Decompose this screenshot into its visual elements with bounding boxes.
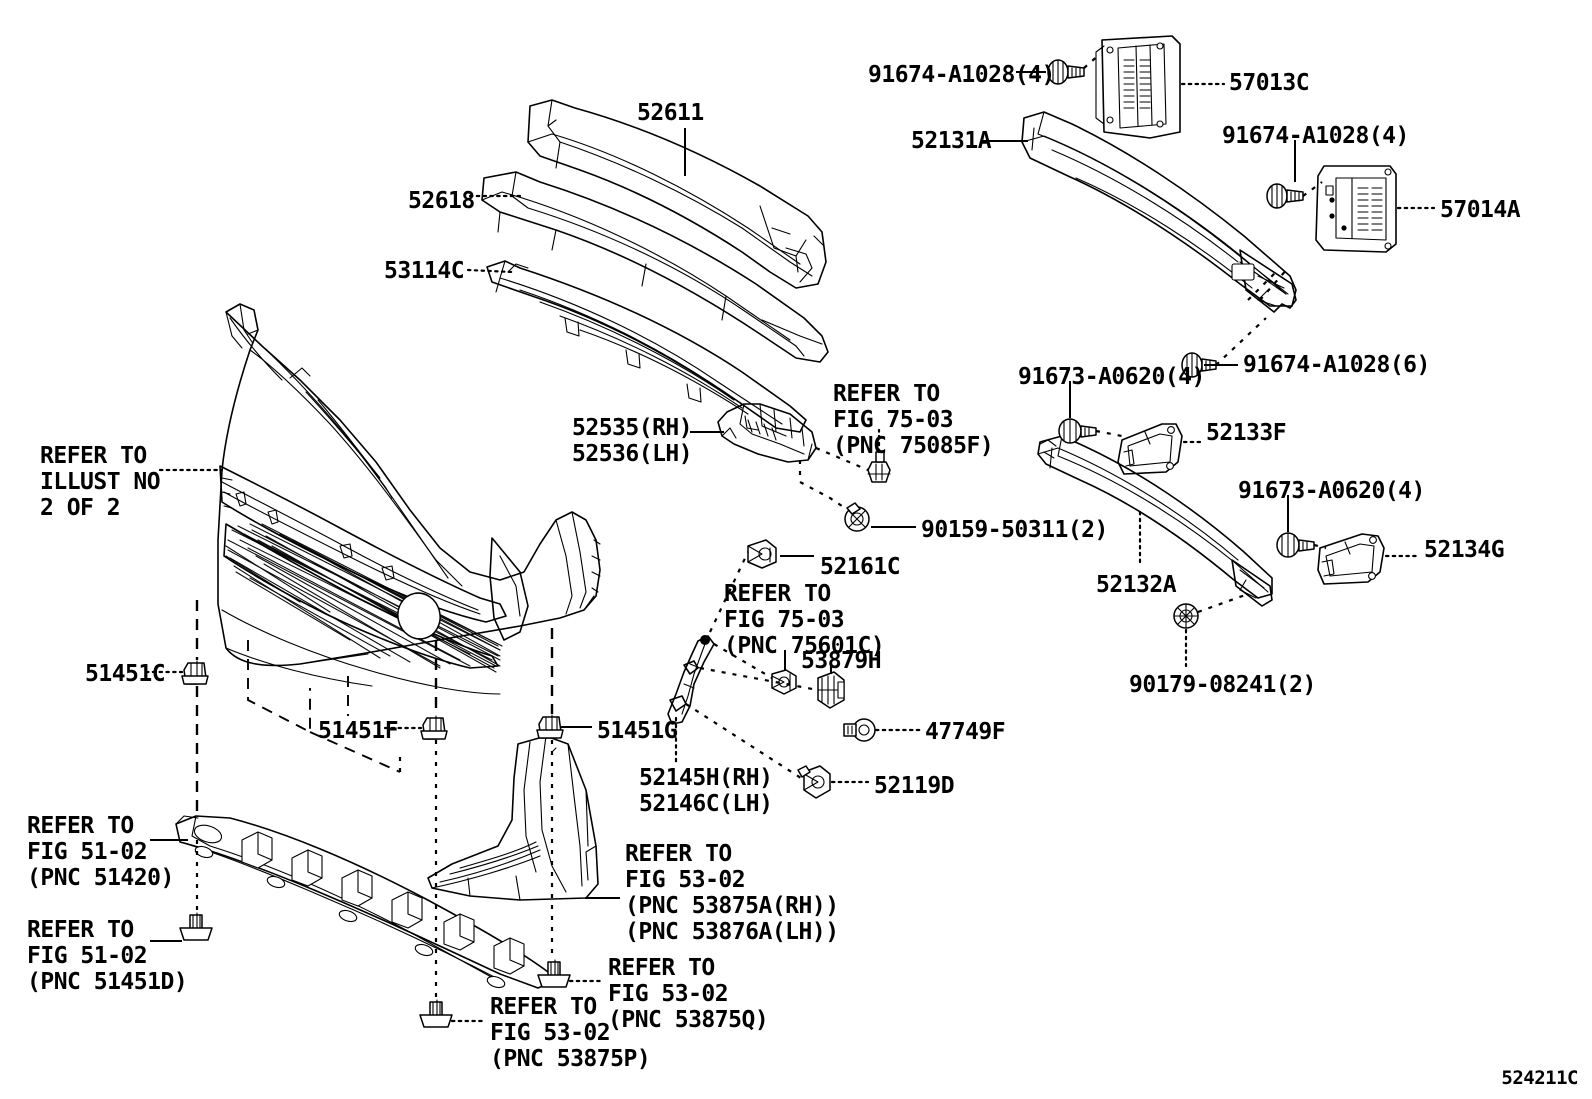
clip-52119D [797, 765, 831, 799]
bolt-91673-A0620-a [1058, 418, 1097, 444]
bolt-51451D [179, 912, 213, 941]
bolt-91673-A0620-b [1276, 532, 1315, 558]
bolt-91674-A1028-a [1047, 59, 1085, 85]
label-ref-illust-2of2: REFER TO ILLUST NO 2 OF 2 [40, 443, 161, 521]
label-part-52134g: 52134G [1424, 537, 1505, 563]
label-ref-fig5102-51451d: REFER TO FIG 51-02 (PNC 51451D) [27, 917, 188, 995]
label-part-91674-a1028-4a: 91674-A1028(4) [868, 62, 1055, 88]
part-51420-shape [175, 815, 553, 989]
label-part-51451c: 51451C [85, 661, 166, 687]
label-part-91674-a1028-4b: 91674-A1028(4) [1222, 123, 1409, 149]
clip-51451F [420, 715, 448, 740]
bolt-53875Q [537, 959, 571, 988]
clip-75601C [771, 669, 797, 695]
label-part-52132a: 52132A [1096, 572, 1177, 598]
clip-53879H [817, 671, 845, 709]
label-part-53879h: 53879H [801, 648, 882, 674]
label-part-52535-52536: 52535(RH) 52536(LH) [572, 415, 693, 467]
label-part-52131a: 52131A [911, 128, 992, 154]
figure-number: 524211C [1501, 1067, 1578, 1089]
part-52133F-shape [1117, 423, 1183, 475]
label-part-91674-a1028-6: 91674-A1028(6) [1243, 352, 1430, 378]
clip-51451G [536, 714, 564, 739]
part-52535-shape [717, 403, 817, 463]
label-part-52145h-52146c: 52145H(RH) 52146C(LH) [639, 765, 773, 817]
part-57013C-shape [1095, 35, 1181, 139]
part-52132A-shape [1037, 435, 1273, 607]
label-part-52133f: 52133F [1206, 420, 1287, 446]
part-52134G-shape [1317, 533, 1385, 585]
label-part-91673-a0620-4a: 91673-A0620(4) [1018, 364, 1205, 390]
part-57014A-shape [1315, 165, 1397, 253]
part-52145H-shape [667, 635, 715, 725]
part-52618-shape [481, 171, 829, 363]
label-part-52161c: 52161C [820, 554, 901, 580]
part-52611-shape [527, 99, 827, 289]
clip-51451C [181, 660, 209, 685]
label-part-52611: 52611 [637, 100, 704, 126]
label-ref-fig5302-53875p: REFER TO FIG 53-02 (PNC 53875P) [490, 994, 651, 1072]
label-ref-fig5302-53875q: REFER TO FIG 53-02 (PNC 53875Q) [608, 955, 769, 1033]
bolt-91674-A1028-b [1266, 183, 1304, 209]
part-bumper-cover-shape [217, 303, 601, 695]
label-part-90159-50311-2: 90159-50311(2) [921, 517, 1108, 543]
label-ref-fig5102-51420: REFER TO FIG 51-02 (PNC 51420) [27, 813, 174, 891]
label-part-52618: 52618 [408, 188, 475, 214]
label-part-57013c: 57013C [1229, 70, 1310, 96]
bolt-53875P [419, 999, 453, 1028]
part-53114C-shape [486, 260, 807, 433]
part-52131A-shape [1021, 111, 1297, 313]
label-ref-fig7503-75601c: REFER TO FIG 75-03 (PNC 75601C) [724, 581, 885, 659]
label-part-47749f: 47749F [925, 719, 1006, 745]
clip-52161C [747, 539, 777, 569]
nut-90179-08241 [1173, 603, 1199, 629]
clip-75085F [867, 451, 891, 483]
label-part-91673-a0620-4b: 91673-A0620(4) [1238, 478, 1425, 504]
label-part-52119d: 52119D [874, 773, 955, 799]
label-ref-fig5302-53875a-53876a: REFER TO FIG 53-02 (PNC 53875A(RH)) (PNC… [625, 841, 839, 945]
label-part-51451f: 51451F [318, 718, 399, 744]
part-53875A-shape [427, 735, 599, 901]
label-part-90179-08241-2: 90179-08241(2) [1129, 672, 1316, 698]
label-part-51451g: 51451G [597, 718, 678, 744]
screw-90159-50311 [844, 502, 870, 532]
label-part-53114c: 53114C [384, 258, 465, 284]
label-part-57014a: 57014A [1440, 197, 1521, 223]
label-ref-fig7503-75085f: REFER TO FIG 75-03 (PNC 75085F) [833, 381, 994, 459]
clip-47749F [843, 718, 876, 742]
